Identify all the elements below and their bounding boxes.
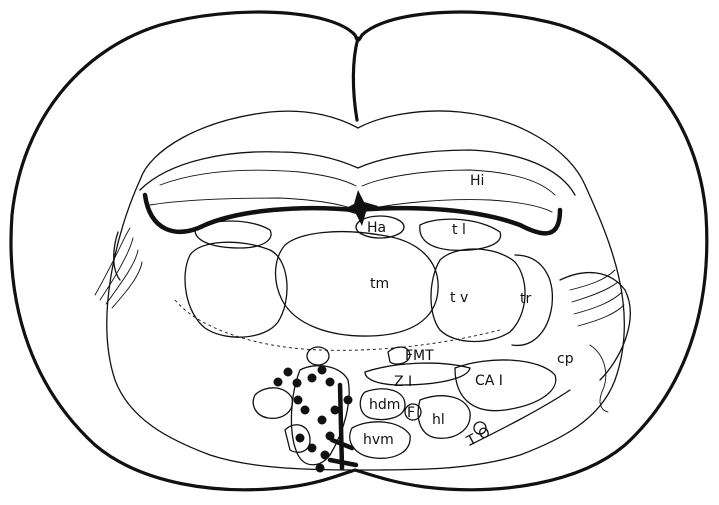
label-hi: Hi: [470, 173, 484, 189]
zi-band: [365, 363, 470, 385]
lesion-upper-oval: [307, 347, 329, 365]
label-cp: cp: [557, 351, 574, 367]
tr-outline: [512, 255, 552, 345]
label-hl: hl: [432, 412, 445, 428]
lesion-track: [330, 385, 356, 468]
lesion-left-outline: [253, 388, 292, 418]
label-tr: tr: [520, 291, 531, 307]
tv-outline: [431, 249, 525, 342]
label-f: F: [407, 405, 415, 421]
label-tv: t v: [450, 290, 468, 306]
label-fmt: FMT: [405, 348, 434, 364]
internal-lamina: [175, 300, 500, 350]
label-to: T O: [463, 424, 493, 450]
label-hdm: hdm: [369, 397, 400, 413]
right-peduncle-striations: [560, 270, 630, 412]
label-cai: CA I: [475, 373, 503, 389]
label-hvm: hvm: [363, 432, 394, 448]
left-thalamus-outline: [185, 242, 287, 337]
label-zi: Z I: [394, 374, 412, 390]
label-tl: t l: [452, 222, 466, 238]
label-tm: tm: [370, 276, 389, 292]
hippocampus-inner-line-2: [362, 170, 555, 195]
label-ha: Ha: [367, 220, 386, 236]
tm-outline: [276, 232, 439, 336]
hippocampus-inner-line-1: [160, 170, 356, 186]
interhemispheric-fissure: [353, 38, 358, 120]
hippocampus-upper-edge: [140, 150, 575, 195]
